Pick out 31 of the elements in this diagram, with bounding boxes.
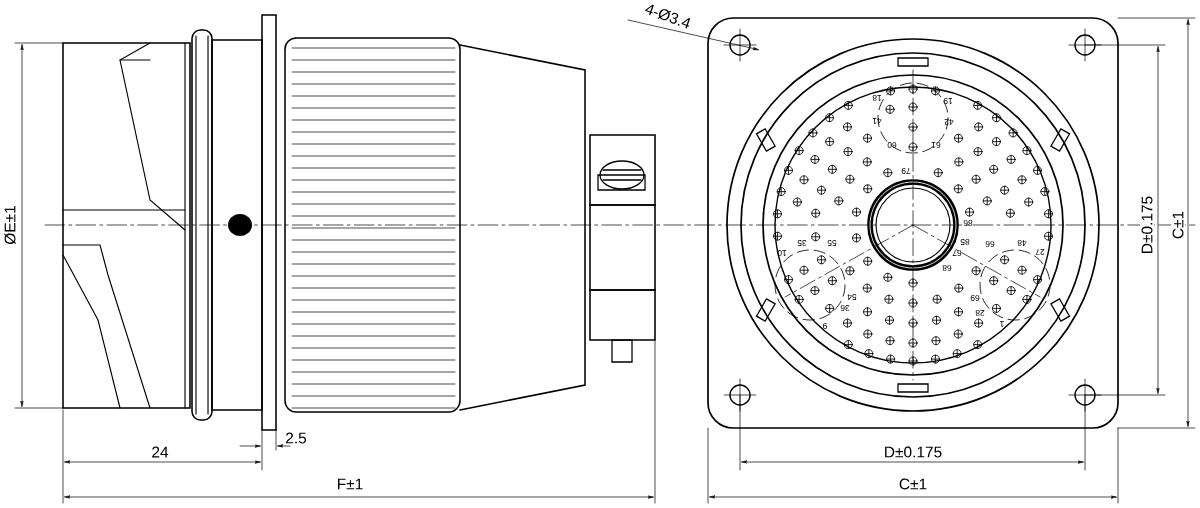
pin-number: 85 xyxy=(960,239,970,245)
pin-number: 60 xyxy=(887,142,897,148)
pin-number: 18 xyxy=(872,95,882,101)
pin-number: 27 xyxy=(1035,249,1045,255)
pin-number: 66 xyxy=(985,241,995,247)
pin-number: 19 xyxy=(943,98,953,104)
pin-number: 86 xyxy=(963,220,973,226)
pin-number: 42 xyxy=(944,119,954,125)
pin-number: 48 xyxy=(1017,240,1027,246)
pin-number: 79 xyxy=(901,168,911,174)
dimension-text: ØE±1 xyxy=(2,203,18,247)
dimension-text: F±1 xyxy=(335,477,365,491)
dimension-text: 2.5 xyxy=(283,431,309,445)
dimension-text: C±1 xyxy=(897,477,929,491)
pin-number: 68 xyxy=(942,265,952,271)
dimension-text: 24 xyxy=(150,445,170,459)
pin-number: 36 xyxy=(840,305,850,311)
dimension-text: C±1 xyxy=(1171,209,1185,241)
dimension-text: 4-Ø3.4 xyxy=(645,4,691,29)
pin-number: 67 xyxy=(952,250,962,256)
dimension-text: D±0.175 xyxy=(1140,194,1154,256)
dimension-text: D±0.175 xyxy=(882,445,944,459)
pin-number: 61 xyxy=(931,142,941,148)
pin-number: 1 xyxy=(1000,321,1004,327)
pin-number: 28 xyxy=(975,310,985,316)
pin-number: 9 xyxy=(823,323,827,329)
pin-number: 69 xyxy=(970,295,980,301)
pin-number: 35 xyxy=(797,240,807,246)
pin-number: 55 xyxy=(827,240,837,246)
pin-number: 54 xyxy=(847,294,857,300)
pin-number: 41 xyxy=(872,118,882,124)
